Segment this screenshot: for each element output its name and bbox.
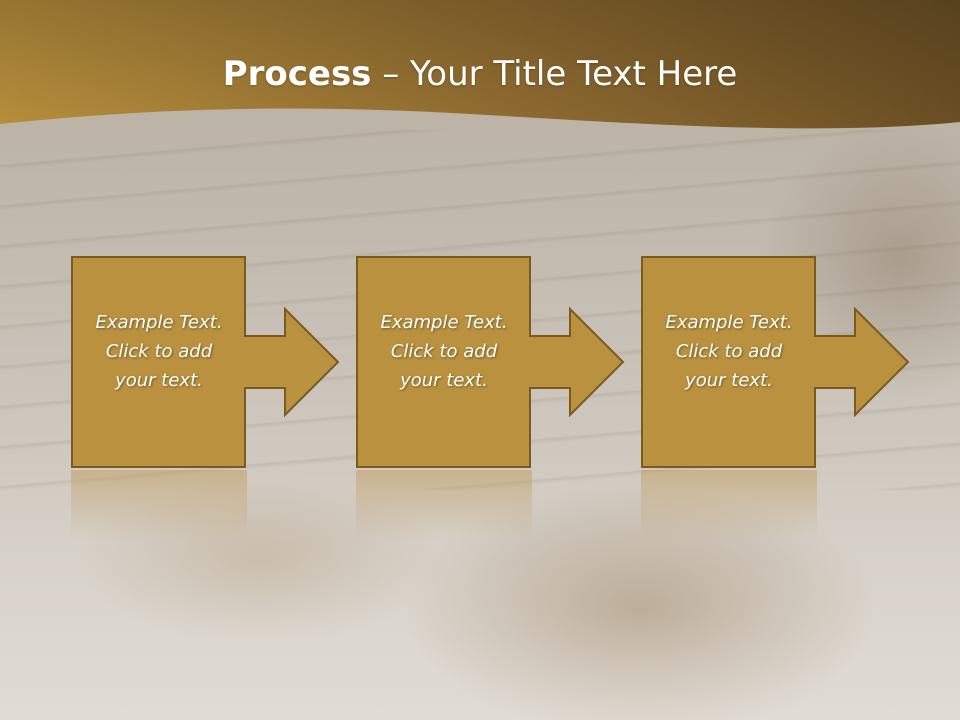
bottom-fade [0, 460, 960, 720]
step-text[interactable]: Example Text. Click to add your text. [380, 312, 508, 391]
step-reflection [356, 470, 532, 540]
process-step-1[interactable]: Example Text. Click to add your text. [71, 256, 341, 540]
title-rest: – Your Title Text Here [371, 54, 738, 94]
step-reflection [71, 470, 247, 540]
process-step-2[interactable]: Example Text. Click to add your text. [356, 256, 626, 540]
step-reflection [641, 470, 817, 540]
process-step-3[interactable]: Example Text. Click to add your text. [641, 256, 911, 540]
step-text[interactable]: Example Text. Click to add your text. [95, 312, 223, 391]
title-bold: Process [222, 54, 372, 94]
step-arrow-shape [356, 256, 625, 468]
step-arrow-shape [71, 256, 340, 468]
step-text[interactable]: Example Text. Click to add your text. [665, 312, 793, 391]
step-arrow-shape [641, 256, 910, 468]
slide-title[interactable]: Process – Your Title Text Here [0, 52, 960, 96]
header-band [0, 0, 960, 129]
